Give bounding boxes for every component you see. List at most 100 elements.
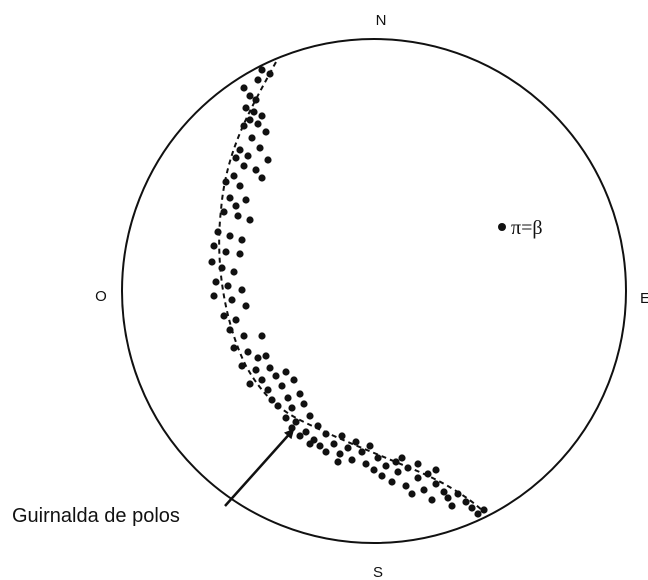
pole-point [266, 364, 274, 372]
pole-point [302, 428, 310, 436]
pole-point [224, 282, 232, 290]
pole-point [480, 506, 488, 514]
primitive-circle [121, 38, 627, 544]
pole-point [266, 70, 274, 78]
pole-point [290, 376, 298, 384]
pole-point [454, 490, 462, 498]
pole-point [296, 432, 304, 440]
pole-point [238, 286, 246, 294]
pole-point [208, 258, 216, 266]
east-label: E [640, 290, 648, 307]
pole-point [246, 92, 254, 100]
pole-point [282, 414, 290, 422]
pole-point [428, 496, 436, 504]
pole-point [246, 116, 254, 124]
pole-point [268, 396, 276, 404]
pole-point [248, 134, 256, 142]
pole-point [230, 172, 238, 180]
pole-point [274, 402, 282, 410]
pole-point [272, 372, 280, 380]
pole-point [236, 250, 244, 258]
pole-point [250, 108, 258, 116]
pole-point [382, 462, 390, 470]
pole-point [252, 166, 260, 174]
pole-point [358, 448, 366, 456]
pole-point [288, 404, 296, 412]
pole-point [330, 440, 338, 448]
pole-point [226, 194, 234, 202]
pole-point [306, 440, 314, 448]
pole-point [344, 444, 352, 452]
pole-point [240, 122, 248, 130]
pole-point [424, 470, 432, 478]
pole-point [244, 152, 252, 160]
pole-point [244, 348, 252, 356]
pole-point [230, 268, 238, 276]
pole-point [256, 144, 264, 152]
pole-point [300, 400, 308, 408]
pole-point [284, 394, 292, 402]
pole-point [352, 438, 360, 446]
pole-point [264, 156, 272, 164]
pole-point [240, 84, 248, 92]
pole-point [238, 236, 246, 244]
pole-point [254, 76, 262, 84]
pole-point [252, 96, 260, 104]
pole-point [292, 418, 300, 426]
pole-point [306, 412, 314, 420]
pole-point [322, 430, 330, 438]
pole-point [230, 344, 238, 352]
pole-point [262, 128, 270, 136]
pole-point [242, 302, 250, 310]
pole-point [236, 146, 244, 154]
pole-point [222, 178, 230, 186]
pole-point [236, 182, 244, 190]
pole-point [336, 450, 344, 458]
pole-point [334, 458, 342, 466]
pole-point [252, 366, 260, 374]
pole-point [232, 202, 240, 210]
pole-point [240, 332, 248, 340]
pole-point [394, 468, 402, 476]
pole-point [362, 460, 370, 468]
pole-point [220, 312, 228, 320]
pole-point [226, 232, 234, 240]
pole-point [228, 296, 236, 304]
west-label: O [95, 288, 107, 305]
pole-point [314, 422, 322, 430]
pole-point [316, 442, 324, 450]
pole-points [208, 66, 488, 518]
pole-point [374, 454, 382, 462]
pole-point [474, 510, 482, 518]
pole-point [258, 174, 266, 182]
pole-point [258, 66, 266, 74]
pole-point [246, 216, 254, 224]
pole-point [242, 104, 250, 112]
pole-point [278, 382, 286, 390]
pole-point [420, 486, 428, 494]
pole-point [388, 478, 396, 486]
girdle-callout-label: Guirnalda de polos [12, 505, 180, 527]
girdle-great-circle [218, 61, 485, 513]
south-label: S [373, 564, 383, 580]
pole-point [226, 326, 234, 334]
pole-point [254, 354, 262, 362]
north-label: N [376, 12, 387, 29]
pole-point [432, 466, 440, 474]
pole-point [448, 502, 456, 510]
pole-point [348, 456, 356, 464]
pole-point [432, 480, 440, 488]
pole-point [370, 466, 378, 474]
pole-point [264, 386, 272, 394]
pole-point [238, 362, 246, 370]
pole-point [398, 454, 406, 462]
pole-point [444, 494, 452, 502]
pole-point [232, 154, 240, 162]
pole-point [366, 442, 374, 450]
pole-point [246, 380, 254, 388]
pole-point [254, 120, 262, 128]
pole-point [440, 488, 448, 496]
pole-point [404, 464, 412, 472]
pole-point [218, 264, 226, 272]
pole-point [338, 432, 346, 440]
